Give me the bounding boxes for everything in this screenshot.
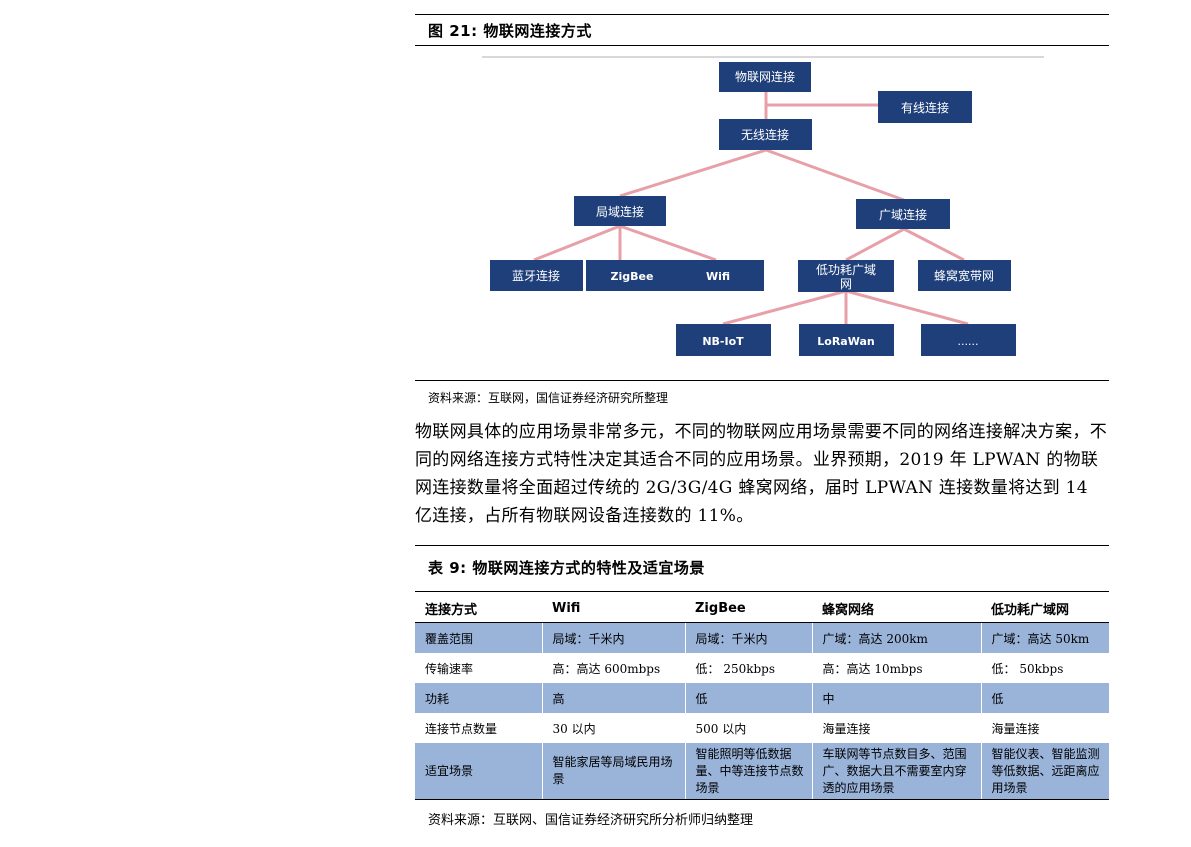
table-header-cell: 连接方式: [415, 594, 542, 623]
label-wired: 有线连接: [901, 100, 949, 115]
connector-wide-cellular: [903, 227, 965, 262]
connector-local-wifi: [619, 224, 717, 262]
node-wireless: [719, 119, 812, 150]
table-row: 覆盖范围 局域：千米内 局域：千米内 广域：高达 200km 广域：高达 50k…: [415, 622, 1109, 653]
node-cellular: [918, 260, 1011, 291]
node-wifi: [672, 260, 764, 291]
node-bluetooth: [490, 260, 583, 291]
table-cell: 海量连接: [811, 713, 981, 743]
table-row: 功耗 高 低 中 低: [415, 683, 1109, 713]
table-cell: 局域：千米内: [541, 622, 685, 653]
connector-lpwan-more: [845, 289, 969, 326]
label-lpwan-line2: 网: [840, 277, 852, 291]
table-header-cell: ZigBee: [685, 594, 812, 623]
node-wide: [856, 199, 950, 229]
table-cell: 车联网等节点数目多、范围广、数据大且不需要室内穿透的应用场景: [811, 743, 981, 800]
node-root: [719, 62, 811, 92]
table-row: 连接节点数量 30 以内 500 以内 海量连接 海量连接: [415, 713, 1109, 743]
label-wireless: 无线连接: [741, 127, 789, 142]
table-cell: 广域：高达 50km: [980, 622, 1109, 653]
table-cell: 低： 50kbps: [980, 653, 1109, 683]
table-cell: 海量连接: [980, 713, 1109, 743]
label-lpwan-line1: 低功耗广域: [816, 263, 876, 277]
table-cell: 低: [980, 683, 1109, 713]
diagram-labels: 物联网连接 有线连接 无线连接 局域连接 广域连接 蓝牙连接 ZigBee Wi…: [512, 69, 994, 348]
table-cell: 连接节点数量: [415, 713, 542, 743]
label-cellular: 蜂窝宽带网: [934, 268, 994, 283]
connector-lines: [533, 91, 969, 326]
connector-wide-lpwan: [845, 227, 905, 262]
label-local: 局域连接: [596, 204, 644, 219]
table-cell: 低: [684, 683, 812, 713]
table-cell: 中: [811, 683, 981, 713]
diagram-nodes: [490, 62, 1016, 356]
table-cell: 局域：千米内: [684, 622, 812, 653]
node-local: [574, 196, 666, 226]
label-bluetooth: 蓝牙连接: [512, 268, 560, 283]
table-cell: 覆盖范围: [415, 622, 542, 653]
label-more: ......: [958, 335, 979, 348]
table-cell: 500 以内: [684, 713, 812, 743]
table-cell: 传输速率: [415, 653, 542, 683]
connection-characteristics-table: 连接方式 Wifi ZigBee 蜂窝网络 低功耗广域网 覆盖范围 局域：千米内…: [415, 594, 1109, 800]
table-row: 传输速率 高：高达 600mbps 低： 250kbps 高：高达 10mbps…: [415, 653, 1109, 683]
table-cell: 智能照明等低数据量、中等连接节点数场景: [684, 743, 812, 800]
figure-caption: 图 21: 物联网连接方式: [428, 22, 592, 40]
table-source: 资料来源：互联网、国信证券经济研究所分析师归纳整理: [428, 813, 754, 828]
body-paragraph: 物联网具体的应用场景非常多元，不同的物联网应用场景需要不同的网络连接解决方案，不…: [415, 422, 1107, 526]
table-cell: 30 以内: [541, 713, 685, 743]
label-lorawan: LoRaWan: [817, 335, 874, 348]
label-nbiot: NB-IoT: [702, 335, 744, 348]
connector-lpwan-nbiot: [722, 289, 847, 326]
iot-connection-diagram: 物联网连接 有线连接 无线连接 局域连接 广域连接 蓝牙连接 ZigBee Wi…: [482, 56, 1044, 356]
node-zigbee: [586, 260, 679, 291]
table-cell: 高：高达 10mbps: [811, 653, 981, 683]
table-caption: 表 9: 物联网连接方式的特性及适宜场景: [428, 559, 705, 577]
node-nbiot: [676, 324, 771, 356]
table-cell: 高：高达 600mbps: [541, 653, 685, 683]
table-cell: 适宜场景: [415, 743, 542, 800]
node-lorawan: [799, 324, 894, 356]
table-header-cell: 低功耗广域网: [981, 594, 1109, 623]
table-top-rule: [415, 545, 1109, 546]
figure-bottom-rule: [415, 380, 1109, 381]
table-row: 适宜场景 智能家居等局域民用场景 智能照明等低数据量、中等连接节点数场景 车联网…: [415, 743, 1109, 800]
label-zigbee: ZigBee: [611, 270, 654, 283]
node-wired: [878, 91, 972, 123]
label-wifi: Wifi: [706, 270, 730, 283]
table-header-cell: Wifi: [542, 594, 685, 623]
figure-caption-rule: [415, 45, 1109, 46]
table-cell: 智能仪表、智能监测等低数据、远距离应用场景: [980, 743, 1109, 800]
table-cell: 功耗: [415, 683, 542, 713]
top-rule: [415, 14, 1109, 15]
table-cell: 广域：高达 200km: [811, 622, 981, 653]
figure-source: 资料来源：互联网，国信证券经济研究所整理: [428, 391, 669, 405]
table-cell: 高: [541, 683, 685, 713]
label-root: 物联网连接: [735, 69, 795, 84]
table-cell: 智能家居等局域民用场景: [541, 743, 685, 800]
node-lpwan: [798, 260, 894, 292]
label-wide: 广域连接: [879, 207, 927, 222]
table-cell: 低： 250kbps: [684, 653, 812, 683]
connector-wireless-wide: [765, 148, 905, 202]
table-header-cell: 蜂窝网络: [812, 594, 981, 623]
connector-local-bluetooth: [533, 224, 621, 262]
node-more: [921, 324, 1016, 356]
table-header-row: 连接方式 Wifi ZigBee 蜂窝网络 低功耗广域网: [415, 594, 1109, 623]
table-caption-rule: [415, 591, 1109, 592]
connector-wireless-local: [619, 148, 767, 198]
